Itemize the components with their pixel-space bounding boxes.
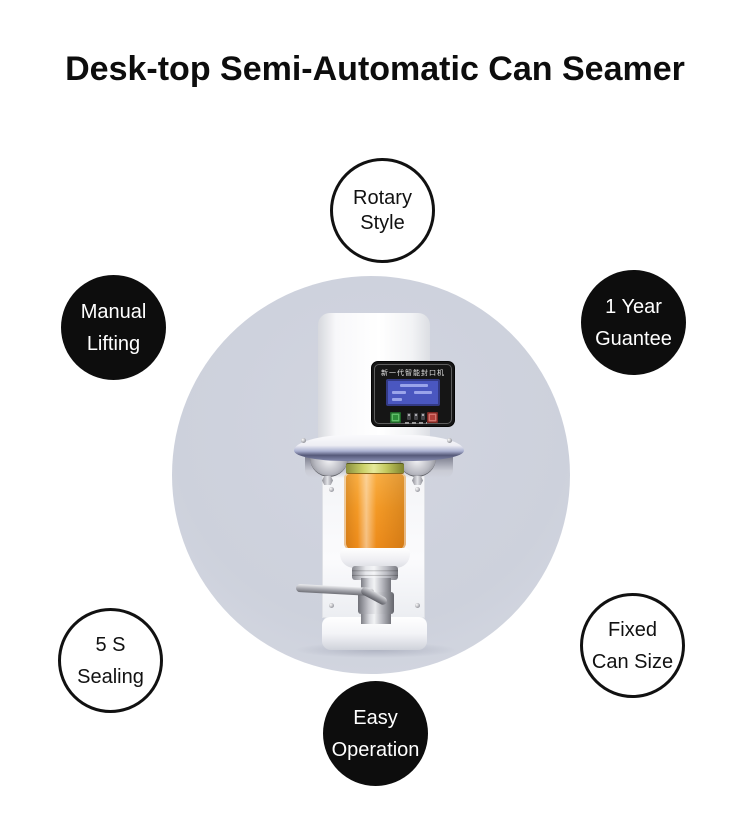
badge-easy-operation: Easy Operation <box>323 681 428 786</box>
screw-icon <box>329 603 334 608</box>
screw-icon <box>329 487 334 492</box>
lcd-screen <box>386 379 440 406</box>
badge-fixed-can-size: Fixed Can Size <box>580 593 685 698</box>
toggle-labels <box>405 422 427 424</box>
badge-line: 5 S <box>95 633 126 656</box>
panel-title: 新一代智能封口机 <box>381 370 445 377</box>
badge-5s-sealing: 5 S Sealing <box>58 608 163 713</box>
toggle-switch <box>414 413 418 420</box>
screw-icon <box>447 438 452 443</box>
can-holder-cup <box>340 548 410 568</box>
badge-line: Guantee <box>595 327 672 350</box>
badge-line: Easy <box>353 706 398 729</box>
machine-head: 新一代智能封口机 <box>318 313 455 442</box>
juice-can <box>344 474 406 550</box>
badge-line: Manual <box>80 300 147 323</box>
page-title: Desk-top Semi-Automatic Can Seamer <box>65 50 685 88</box>
can-seamer-machine: 新一代智能封口机 <box>280 300 475 660</box>
badge-line: Lifting <box>86 332 141 355</box>
toggle-switch <box>421 413 425 420</box>
lift-collar <box>352 566 398 580</box>
control-panel: 新一代智能封口机 <box>371 361 455 427</box>
start-button <box>390 412 401 423</box>
lcd-text-row <box>392 398 402 401</box>
badge-line: Style <box>360 211 405 234</box>
badge-line: 1 Year <box>605 295 662 318</box>
screw-icon <box>301 438 306 443</box>
badge-one-year-guarantee: 1 Year Guantee <box>581 270 686 375</box>
stop-button <box>427 412 438 423</box>
badge-line: Can Size <box>591 650 674 673</box>
screw-icon <box>415 487 420 492</box>
badge-line: Sealing <box>77 665 144 688</box>
dome-cover <box>294 435 464 461</box>
lcd-text-row <box>414 391 432 394</box>
roller-nut-right <box>412 476 423 485</box>
lcd-text-row <box>392 391 406 394</box>
badge-line: Rotary <box>353 186 412 209</box>
badge-manual-lifting: Manual Lifting <box>61 275 166 380</box>
badge-line: Fixed <box>608 618 657 641</box>
lcd-text-row <box>400 384 428 387</box>
toggle-switch <box>407 413 411 420</box>
screw-icon <box>415 603 420 608</box>
badge-rotary-style: Rotary Style <box>330 158 435 263</box>
can-lid <box>346 463 404 474</box>
badge-line: Operation <box>331 738 420 761</box>
roller-nut-left <box>322 476 333 485</box>
